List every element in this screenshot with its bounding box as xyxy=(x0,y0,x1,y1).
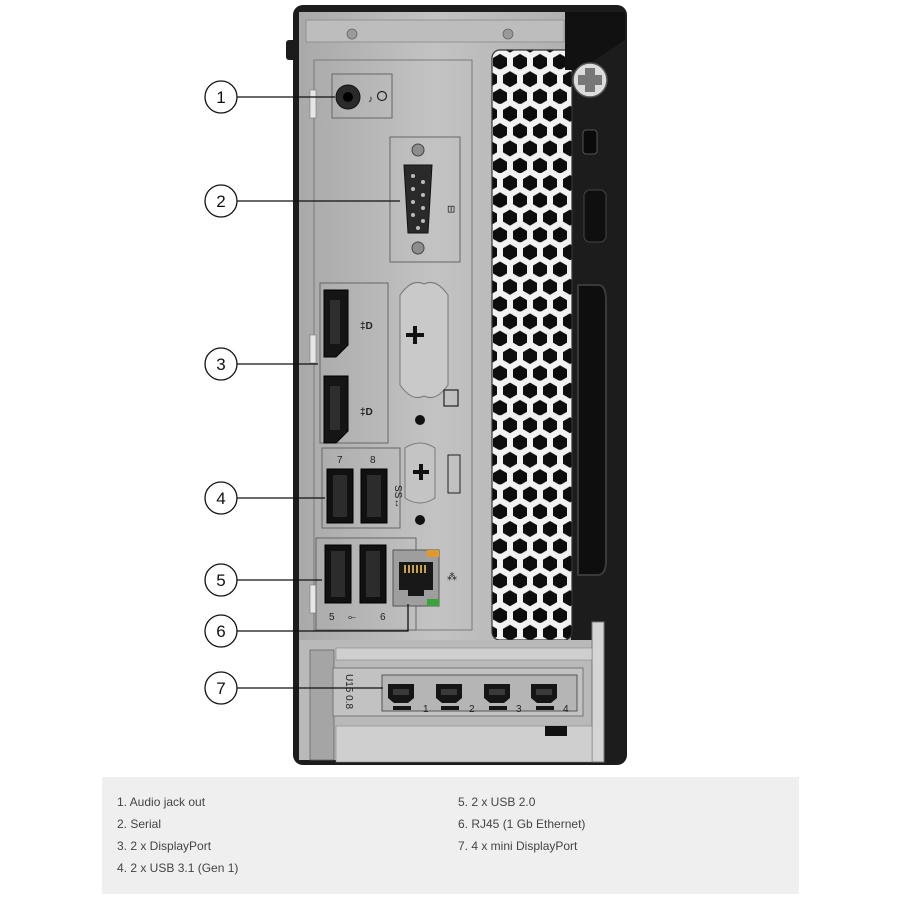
knockout-cover xyxy=(399,281,459,525)
security-lock-slot xyxy=(582,129,598,155)
callout-3: 3 xyxy=(204,347,238,381)
rj45-ethernet-port: ⁂ xyxy=(392,549,457,607)
ventilation-grille xyxy=(491,49,573,641)
chassis-right-hardware xyxy=(565,12,625,576)
mini-displayport-4 xyxy=(531,684,557,710)
displayport-1: ‡D xyxy=(323,289,373,358)
callout-number: 2 xyxy=(216,192,225,211)
computer-rear-diagram: ♪ ⊟ ‡D ‡D xyxy=(204,5,627,765)
usb-icon: ⟜ xyxy=(348,612,356,623)
hdmi-label-icon xyxy=(447,454,461,494)
superspeed-icon: SS↔ xyxy=(392,485,403,508)
usb-port-number: 7 xyxy=(337,455,343,466)
legend-item: 2. Serial xyxy=(117,817,162,831)
usb-port-number: 8 xyxy=(370,455,376,466)
legend-item: 5. 2 x USB 2.0 xyxy=(458,795,536,809)
usb-port-number: 5 xyxy=(329,612,335,623)
callout-1: 1 xyxy=(204,80,238,114)
minidp-number: 3 xyxy=(516,704,522,715)
displayport-icon: ‡D xyxy=(360,321,373,332)
callout-number: 1 xyxy=(216,88,225,107)
usb31-port-7 xyxy=(326,468,354,524)
usb20-port-5 xyxy=(324,544,352,604)
port-legend: 1. Audio jack out 2. Serial 3. 2 x Displ… xyxy=(102,777,799,894)
callout-number: 5 xyxy=(216,571,225,590)
usb31-port-8 xyxy=(360,468,388,524)
usb-port-number: 6 xyxy=(380,612,386,623)
callout-leader-lines xyxy=(237,96,409,689)
callout-4: 4 xyxy=(204,481,238,515)
headphone-icon: ♪ xyxy=(368,94,373,105)
mini-displayport-card: U15 0.8 1 2 3 4 xyxy=(332,667,584,717)
hdmi-knockout xyxy=(404,442,461,504)
displayport-2: ‡D xyxy=(323,375,373,444)
callout-number: 3 xyxy=(216,355,225,374)
usb31-group: 7 8 SS↔ xyxy=(321,447,403,529)
legend-column-right: 5. 2 x USB 2.0 6. RJ45 (1 Gb Ethernet) 7… xyxy=(458,791,585,857)
legend-item: 1. Audio jack out xyxy=(117,795,206,809)
displayport-icon: ‡D xyxy=(360,407,373,418)
svg-text:U15 0.8: U15 0.8 xyxy=(343,674,354,709)
legend-item: 3. 2 x DisplayPort xyxy=(117,839,212,853)
callout-2: 2 xyxy=(204,184,238,218)
audio-jack-out: ♪ xyxy=(331,73,393,119)
usb20-rj45-group: 5 ⟜ 6 ⁂ xyxy=(315,537,457,631)
serial-port: ⊟ xyxy=(389,136,461,263)
mini-displayport-3 xyxy=(484,684,510,710)
minidp-number: 1 xyxy=(423,704,429,715)
chassis-handle xyxy=(577,284,607,576)
callout-markers: 1 2 3 4 5 6 7 xyxy=(204,80,238,705)
callout-number: 4 xyxy=(216,489,225,508)
mini-displayport-2 xyxy=(436,684,462,710)
usb20-port-6 xyxy=(359,544,387,604)
callout-number: 6 xyxy=(216,622,225,641)
displayport-group: ‡D ‡D xyxy=(319,282,389,444)
legend-item: 7. 4 x mini DisplayPort xyxy=(458,839,578,853)
legend-item: 4. 2 x USB 3.1 (Gen 1) xyxy=(117,861,239,875)
callout-5: 5 xyxy=(204,563,238,597)
network-icon: ⁂ xyxy=(447,572,457,583)
legend-column-left: 1. Audio jack out 2. Serial 3. 2 x Displ… xyxy=(117,791,238,879)
minidp-number: 2 xyxy=(469,704,475,715)
legend-item: 6. RJ45 (1 Gb Ethernet) xyxy=(458,817,586,831)
serial-icon: ⊟ xyxy=(445,205,456,213)
callout-number: 7 xyxy=(216,679,225,698)
callout-6: 6 xyxy=(204,614,238,648)
minidp-number: 4 xyxy=(563,704,569,715)
callout-7: 7 xyxy=(204,671,238,705)
mini-displayport-1 xyxy=(388,684,414,710)
